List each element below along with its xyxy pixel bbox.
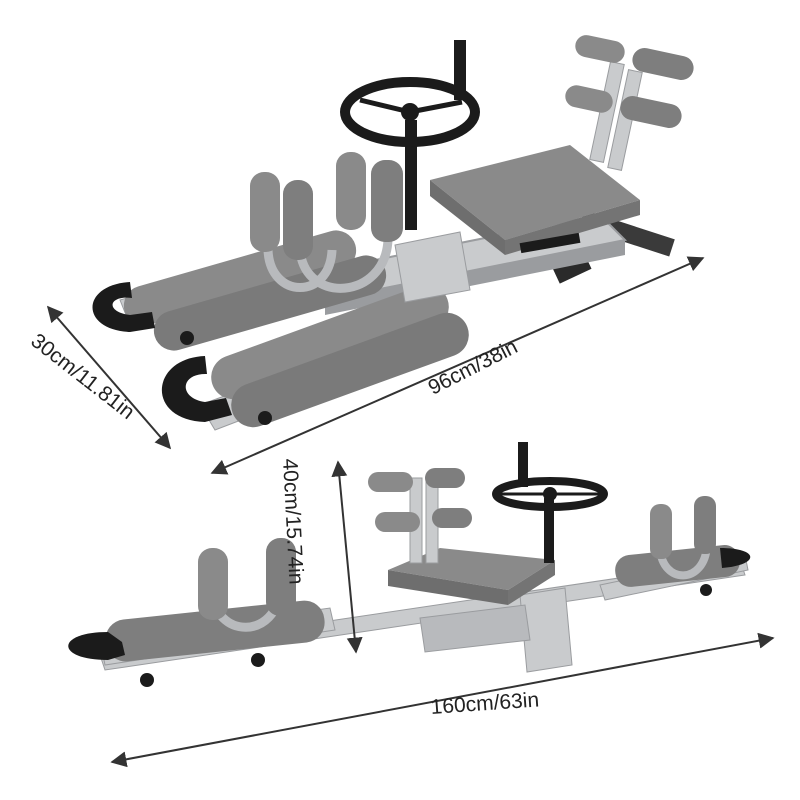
extended-machine — [68, 442, 751, 687]
dimension-line-length-top — [210, 256, 705, 475]
folded-machine — [92, 35, 694, 431]
dimension-line-length-bottom — [110, 632, 775, 768]
dimension-line-width-top — [46, 305, 172, 450]
dimension-line-height — [331, 460, 363, 654]
